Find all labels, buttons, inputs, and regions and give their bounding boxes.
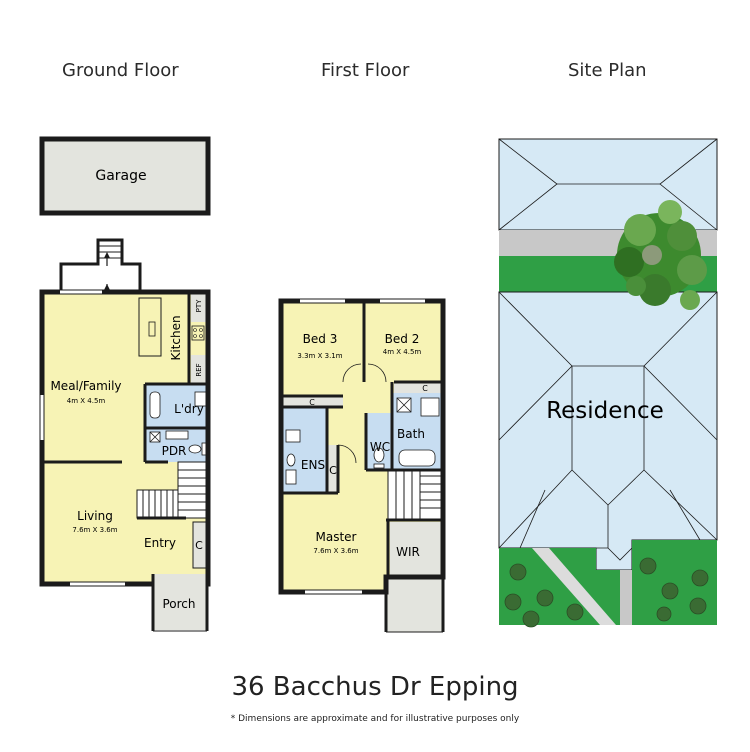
wir-room — [390, 522, 443, 577]
ensuite-cupboard — [327, 445, 338, 493]
rear-deck-outline — [59, 238, 142, 291]
property-address: 36 Bacchus Dr Epping — [231, 672, 519, 702]
living-dimensions: 7.6m X 3.6m — [72, 526, 117, 534]
garage-label: Garage — [95, 168, 146, 184]
first-outer-wall — [278, 298, 446, 595]
heading-first-floor: First Floor — [321, 60, 410, 81]
pdr-label: PDR — [162, 444, 187, 458]
meal-family-dimensions: 4m X 4.5m — [67, 397, 106, 405]
fridge-label: REF — [195, 363, 203, 376]
ground-floor-plan: Garage — [39, 136, 211, 632]
shrubs — [504, 557, 709, 628]
first-fixtures — [285, 397, 440, 485]
site-plan: Residence — [498, 138, 718, 628]
residence-label: Residence — [546, 398, 664, 424]
entry-cupboard-label: C — [195, 539, 203, 552]
master-dimensions: 7.6m X 3.6m — [313, 547, 358, 555]
bed3-dimensions: 3.3m X 3.1m — [297, 352, 342, 360]
ensuite-cupboard-label: C — [329, 464, 337, 477]
wir-label: WIR — [396, 545, 420, 559]
porch-label: Porch — [162, 597, 195, 611]
porch-area — [153, 574, 207, 630]
laundry-label: L'dry — [174, 402, 204, 416]
side-path — [620, 570, 632, 625]
pantry — [191, 294, 206, 322]
garage-roof — [498, 138, 718, 231]
living-label: Living — [77, 509, 113, 523]
tree — [614, 200, 707, 310]
wc-label: WC — [370, 440, 390, 454]
kitchen-island — [138, 297, 162, 357]
heading-site-plan: Site Plan — [568, 60, 647, 81]
fridge-space — [191, 355, 206, 383]
ground-fixtures — [149, 391, 207, 456]
balcony — [386, 577, 443, 632]
master-label: Master — [316, 530, 357, 544]
first-floor-plan: Bed 3 3.3m X 3.1m Bed 2 4m X 4.5m C C C … — [278, 298, 446, 633]
first-stairs — [387, 469, 444, 521]
bed2-label: Bed 2 — [385, 332, 420, 346]
ground-interior-walls — [42, 292, 208, 520]
bed3-label: Bed 3 — [303, 332, 338, 346]
kitchen-label: Kitchen — [169, 315, 183, 360]
bath-cupboard-label: C — [422, 384, 428, 393]
garage-room — [39, 136, 211, 216]
bath-label: Bath — [397, 427, 425, 441]
first-interior-walls — [281, 301, 443, 577]
heading-ground-floor: Ground Floor — [62, 60, 179, 81]
meal-family-label: Meal/Family — [50, 379, 121, 393]
entry-label: Entry — [144, 536, 176, 550]
front-path — [532, 548, 616, 625]
ensuite-label: ENS — [301, 458, 325, 472]
pantry-label: PTY — [195, 299, 203, 312]
bed2-dimensions: 4m X 4.5m — [383, 348, 422, 356]
dimensions-disclaimer: * Dimensions are approximate and for ill… — [230, 714, 520, 724]
linen-cupboard-label: C — [309, 398, 315, 407]
